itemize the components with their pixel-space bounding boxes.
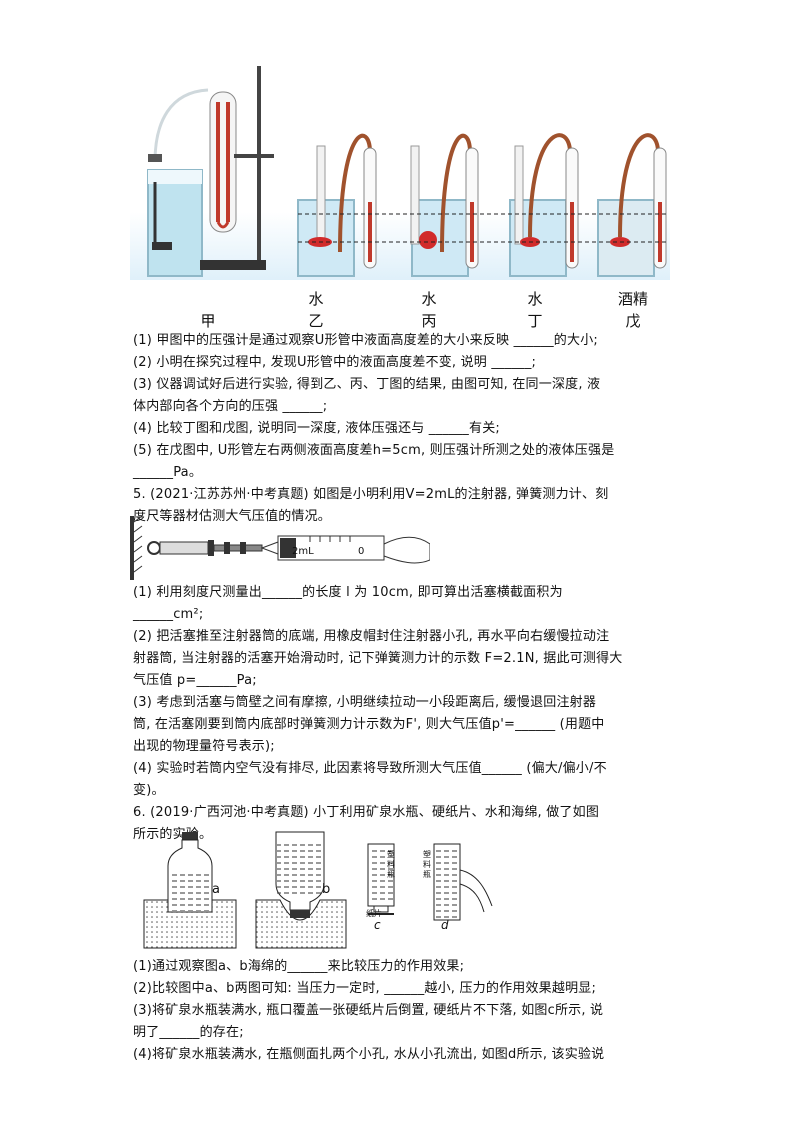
- bottle-sponge-figure: [143, 831, 493, 949]
- liquid-label-bing: 水: [421, 290, 437, 308]
- panel-label-ding: 丁: [527, 312, 543, 330]
- u-tube-gauge-jia: [209, 91, 237, 233]
- q6-item-3-cont: 明了______的存在;: [133, 1025, 244, 1040]
- fig-label-b: b: [322, 882, 331, 897]
- q4-item-5-cont: ______Pa。: [133, 465, 203, 480]
- q5-stem-2: 度尺等器材估测大气压值的情况。: [133, 509, 332, 524]
- liquid-label-yi: 水: [308, 290, 324, 308]
- panel-label-wu: 戊: [625, 312, 641, 330]
- panel-label-bing: 丙: [421, 312, 437, 330]
- q4-item-4: (4) 比较丁图和戊图, 说明同一深度, 液体压强还与 ______有关;: [133, 421, 500, 436]
- beaker-bing: [410, 133, 479, 277]
- liquid-label-wu: 酒精: [617, 290, 648, 308]
- iron-stand: [200, 66, 274, 270]
- syringe-zero-label: 0: [358, 546, 365, 557]
- q4-item-3: (3) 仪器调试好后进行实验, 得到乙、丙、丁图的结果, 由图可知, 在同一深度…: [133, 377, 601, 392]
- liquid-label-ding: 水: [527, 290, 543, 308]
- q5-item-2-cont: 射器筒, 当注射器的活塞开始滑动时, 记下弹簧测力计的示数 F=2.1N, 据此…: [133, 651, 623, 666]
- q5-item-1-cont: ______cm²;: [133, 607, 204, 622]
- q5-stem-1: 5. (2021·江苏苏州·中考真题) 如图是小明利用V=2mL的注射器, 弹簧…: [133, 487, 609, 502]
- q5-item-4-cont: 变)。: [133, 783, 165, 798]
- q4-item-5: (5) 在戊图中, U形管左右两侧液面高度差h=5cm, 则压强计所测之处的液体…: [133, 443, 615, 458]
- beaker-yi: [297, 133, 377, 277]
- q5-item-3-cont: 筒, 在活塞刚要到筒内底部时弹簧测力计示数为F', 则大气压值p'=______…: [133, 717, 605, 732]
- beaker-jia: [147, 88, 209, 277]
- q6-item-1: (1)通过观察图a、b海绵的______来比较压力的作用效果;: [133, 959, 465, 974]
- q5-item-4: (4) 实验时若筒内空气没有排尽, 此因素将导致所测大气压值______ (偏大…: [133, 761, 607, 776]
- fig-label-d: d: [441, 918, 449, 932]
- pressure-gauge-figure: [130, 66, 670, 280]
- q5-item-2-cont2: 气压值 p=______Pa;: [133, 673, 257, 688]
- q6-item-2: (2)比较图中a、b两图可知: 当压力一定时, ______越小, 压力的作用效…: [133, 981, 597, 996]
- q4-item-1: (1) 甲图中的压强计是通过观察U形管中液面高度差的大小来反映 ______的大…: [133, 333, 598, 348]
- fig-label-plastic-c: 塑料瓶: [387, 850, 395, 879]
- q4-item-3-cont: 体内部向各个方向的压强 ______;: [133, 399, 328, 414]
- q5-item-3-cont2: 出现的物理量符号表示);: [133, 739, 275, 754]
- beaker-wu: [597, 133, 667, 277]
- q5-item-1: (1) 利用刻度尺测量出______的长度 l 为 10cm, 即可算出活塞横截…: [133, 585, 563, 600]
- panel-label-jia: 甲: [200, 312, 216, 330]
- syringe-figure: [130, 516, 430, 580]
- q6-item-4: (4)将矿泉水瓶装满水, 在瓶侧面扎两个小孔, 水从小孔流出, 如图d所示, 该…: [133, 1047, 605, 1062]
- q5-item-2: (2) 把活塞推至注射器筒的底端, 用橡皮帽封住注射器小孔, 再水平向右缓慢拉动…: [133, 629, 610, 644]
- fig-label-a: a: [212, 882, 220, 897]
- q5-item-3: (3) 考虑到活塞与筒壁之间有摩擦, 小明继续拉动一小段距离后, 缓慢退回注射器: [133, 695, 597, 710]
- q6-item-3: (3)将矿泉水瓶装满水, 瓶口覆盖一张硬纸片后倒置, 硬纸片不下落, 如图c所示…: [133, 1003, 604, 1018]
- beaker-ding: [509, 133, 579, 277]
- q6-stem-1: 6. (2019·广西河池·中考真题) 小丁利用矿泉水瓶、硬纸片、水和海绵, 做…: [133, 805, 600, 820]
- panel-label-yi: 乙: [308, 312, 324, 330]
- syringe-volume-label: 2mL: [292, 546, 314, 557]
- fig-label-card: 纸片: [366, 909, 382, 918]
- q4-item-2: (2) 小明在探究过程中, 发现U形管中的液面高度差不变, 说明 ______;: [133, 355, 537, 370]
- fig-label-plastic-d: 塑料瓶: [423, 850, 431, 879]
- fig-label-c: c: [374, 918, 381, 932]
